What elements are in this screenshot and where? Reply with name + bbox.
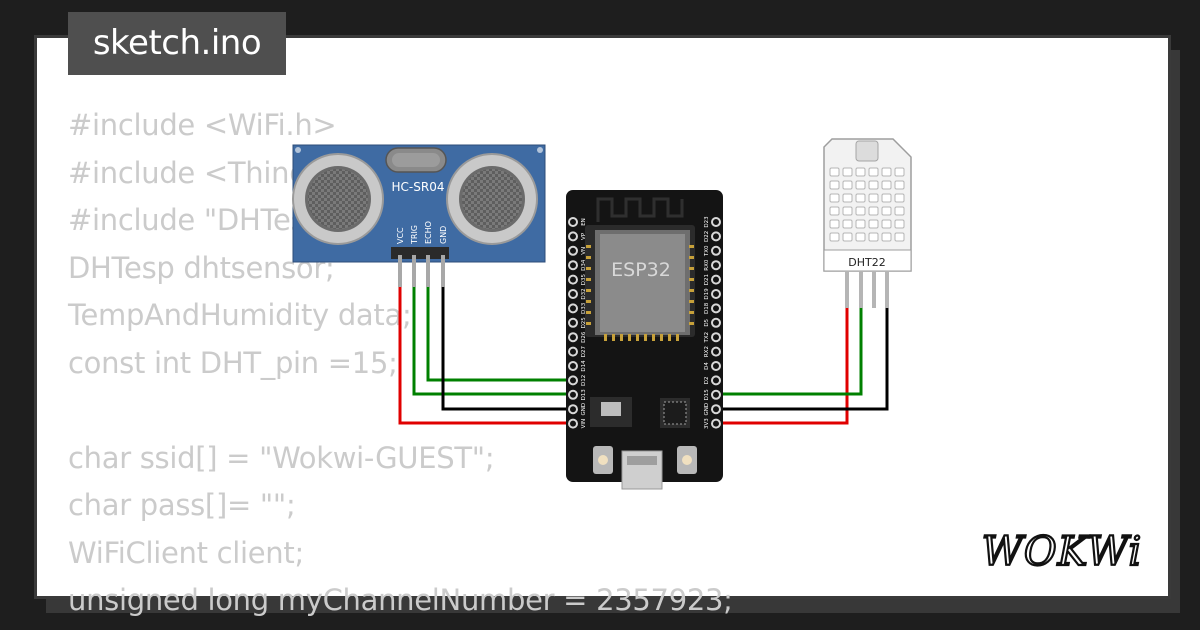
esp32-pin-right[interactable] (711, 346, 721, 357)
esp32-pin-left[interactable] (568, 289, 578, 299)
code-line: const int DHT_pin =15; (68, 345, 398, 380)
esp32-pin-left[interactable] (568, 317, 578, 328)
esp32-pin-label: 3V3 (704, 418, 710, 429)
esp32-pin-right[interactable] (711, 217, 721, 227)
esp32-pin-right[interactable] (711, 303, 721, 314)
code-line: char ssid[] = "Wokwi-GUEST"; (68, 440, 495, 475)
esp32-pin-left[interactable] (568, 245, 578, 256)
wire-dht-gnd-to-gnd (714, 306, 889, 411)
wire-dht-data-to-d15 (714, 306, 863, 396)
esp32-pin-right[interactable] (711, 332, 721, 343)
esp32-pin-label: D13 (581, 389, 587, 401)
esp32-pin-right[interactable] (711, 317, 721, 328)
esp32-pin-label: D33 (581, 302, 587, 314)
esp32-pin-right[interactable] (711, 404, 721, 415)
esp32-pin-label: D25 (581, 317, 587, 329)
esp32-pin-label: GND (704, 403, 710, 416)
hc-sr04-pin-label: TRIG (410, 225, 419, 245)
code-line: #include <WiFi.h> (68, 108, 337, 142)
hc-sr04-pin[interactable] (398, 255, 402, 287)
hc-sr04-sensor[interactable]: HC-SR04 VCC TRIG ECHO GND (292, 144, 546, 287)
wires (398, 286, 889, 425)
esp32-pin-label: D2 (704, 377, 710, 385)
esp32-pin-label: D21 (704, 274, 710, 285)
hc-sr04-pin-label: ECHO (424, 221, 433, 244)
esp32-pin-label: D22 (704, 231, 710, 242)
wire-echo-to-d12 (426, 286, 573, 382)
esp32-pin-label: D5 (704, 318, 710, 326)
esp32-pin-label: D34 (581, 259, 587, 271)
esp32-pin-label: D23 (704, 216, 710, 228)
esp32-pin-right[interactable] (711, 375, 721, 386)
esp32-pin-left[interactable] (568, 404, 578, 415)
esp32-pin-right[interactable] (711, 389, 721, 400)
esp32-pin-label: VIN (581, 419, 587, 429)
esp32-pin-left[interactable] (568, 389, 578, 400)
wokwi-logo-text: WOKWi (982, 529, 1143, 574)
dht22-label: DHT22 (848, 256, 885, 269)
esp32-pin-label: D26 (581, 331, 587, 343)
transducer-right (446, 153, 538, 245)
dht22-sensor[interactable]: DHT22 (823, 138, 912, 308)
esp32-pin-right[interactable] (711, 260, 721, 271)
esp32-pin-label: VN (581, 247, 587, 255)
esp32-pin-right[interactable] (711, 245, 721, 256)
esp32-pin-left[interactable] (568, 231, 578, 242)
esp32-label: ESP32 (611, 259, 671, 281)
esp32-pin-label: EN (581, 218, 587, 226)
transducer-left (292, 153, 384, 245)
esp32-pin-label: D12 (581, 375, 587, 386)
hc-sr04-label: HC-SR04 (392, 180, 445, 194)
esp32-pin-right[interactable] (711, 361, 721, 371)
esp32-pin-left[interactable] (568, 332, 578, 343)
hc-sr04-pin[interactable] (441, 255, 445, 287)
esp32-pin-left[interactable] (568, 361, 578, 371)
esp32-pin-label: D19 (704, 288, 710, 300)
esp32-pin-label: D27 (581, 345, 587, 357)
esp32-pin-left[interactable] (568, 346, 578, 357)
esp32-pin-right[interactable] (711, 418, 721, 429)
esp32-pin-label: GND (581, 403, 587, 416)
esp32-pin-left[interactable] (568, 260, 578, 271)
esp32-pin-left[interactable] (568, 375, 578, 386)
wire-dht-vcc-to-3v3 (714, 306, 849, 425)
code-preview: #include <WiFi.h>#include <ThingSpeak.h>… (68, 102, 733, 625)
esp32-pin-label: D4 (704, 362, 710, 370)
code-line: char pass[]= ""; (68, 488, 296, 522)
code-line: WiFiClient client; (68, 535, 304, 570)
hc-sr04-pin[interactable] (412, 255, 416, 287)
wire-gnd-to-gnd (441, 286, 573, 411)
esp32-pin-label: TX0 (704, 245, 710, 257)
file-tab-sketch-ino[interactable]: sketch.ino (68, 12, 286, 75)
esp32-pin-left[interactable] (568, 274, 578, 285)
wire-trig-to-d13 (412, 286, 573, 396)
wire-vcc-to-vin (398, 286, 573, 425)
code-line: unsigned long myChannelNumber = 2357923; (68, 583, 733, 617)
esp32-pin-right[interactable] (711, 289, 721, 299)
esp32-pin-label: D35 (581, 273, 587, 285)
esp32-pin-label: RX0 (704, 259, 710, 271)
esp32-pin-right[interactable] (711, 231, 721, 242)
esp32-pin-left[interactable] (568, 303, 578, 314)
esp32-pin-label: TX2 (704, 332, 710, 344)
hc-sr04-pin-label: GND (439, 226, 448, 244)
hc-sr04-pin[interactable] (426, 255, 430, 287)
wokwi-logo: WOKWi (981, 528, 1143, 574)
esp32-pin-label: D14 (581, 360, 587, 372)
esp32-board[interactable]: ESP32 ENVPVND34D35D32D33D25D26D27D14D12D… (566, 190, 723, 490)
esp32-pin-right[interactable] (711, 274, 721, 285)
hc-sr04-pin-label: VCC (396, 227, 405, 244)
esp32-pin-label: D15 (704, 389, 710, 401)
esp32-pin-left[interactable] (568, 418, 578, 429)
esp32-pin-label: D32 (581, 288, 587, 299)
esp32-pin-label: D18 (704, 302, 710, 314)
esp32-pin-left[interactable] (568, 217, 578, 227)
esp32-pin-label: VP (581, 232, 587, 240)
esp32-pin-label: RX2 (704, 346, 710, 357)
